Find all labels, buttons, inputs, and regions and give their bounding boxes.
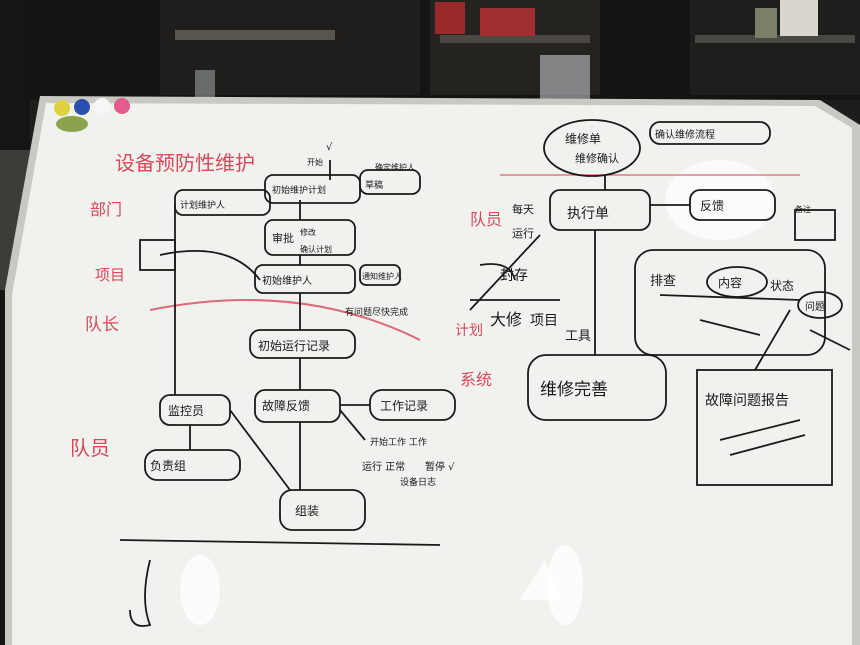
text-draft: 草稿 [365, 179, 383, 191]
text-per-group: 负责组 [150, 459, 186, 473]
text-repair-order: 维修单 [565, 131, 601, 146]
box-assemble [279, 489, 366, 531]
text-details: 内容 [718, 275, 742, 290]
board-surface [12, 103, 852, 645]
magnet-yellow [54, 100, 70, 116]
text-quick-done: 有问题尽快完成 [345, 306, 408, 318]
text-notify-maint: 通知维护人 [362, 271, 402, 281]
text-daily: 每天 [512, 202, 534, 216]
text-start-work: 开始工作 工作 [370, 436, 427, 448]
text-maint-review: 维修完善 [540, 380, 608, 400]
box-issue-oval [797, 291, 843, 319]
red-box [435, 2, 465, 34]
text-fault-feedback: 故障反馈 [262, 398, 310, 413]
text-initial-plan: 初始维护计划 [272, 184, 326, 196]
box-confirm-flow [649, 121, 771, 145]
board-title: 设备预防性维护 [115, 151, 255, 175]
text-start: 开始 [307, 157, 323, 167]
box-fault-report [696, 369, 833, 486]
text-assemble: 组装 [295, 504, 319, 518]
text-initial-maint: 初始维护人 [262, 274, 312, 287]
label-system: 系统 [460, 370, 492, 389]
text-repair: 大修 [490, 310, 522, 329]
text-normal-flow: 运行 正常 [362, 460, 405, 473]
text-monitor: 监控员 [168, 404, 204, 418]
magnet-white [94, 98, 110, 114]
box-exec-order [549, 189, 651, 231]
label-team-leader: 队长 [85, 315, 119, 335]
text-work-record: 工作记录 [380, 399, 428, 413]
text-confirm-plan: 确认计划 [300, 244, 332, 254]
text-tech: 排查 [650, 274, 676, 289]
box-confirm-plan [254, 264, 356, 294]
box-details [634, 249, 826, 356]
text-tick: √ [326, 142, 333, 153]
text-issue: 问题 [805, 300, 825, 313]
label-department: 部门 [90, 200, 122, 219]
label-plan-left: 计划 [455, 323, 483, 339]
text-exec-order: 执行单 [567, 206, 609, 222]
text-report: 反馈 [700, 199, 724, 213]
window-light [540, 55, 590, 105]
text-sealing: 封存 [500, 268, 528, 284]
text-top-right: 确定维护人 [375, 162, 415, 172]
text-repair-confirm: 维修确认 [575, 151, 619, 165]
label-project: 项目 [95, 266, 125, 284]
label-team-right: 队员 [470, 210, 502, 229]
box-approve [264, 219, 356, 256]
box-note [794, 209, 836, 241]
text-project: 项目 [530, 313, 558, 329]
box-notify [359, 264, 401, 286]
text-operation: 运行 [512, 227, 534, 240]
text-temp-ok: 暂停 √ [425, 460, 455, 473]
magnet-pink [114, 98, 130, 114]
text-log-status: 设备日志 [400, 476, 436, 488]
box-fault-feedback [254, 389, 341, 423]
magnet-sticker [56, 116, 88, 132]
text-initial-run: 初始运行记录 [258, 339, 330, 353]
text-note: 备注 [795, 204, 811, 214]
box-repair-order [543, 119, 641, 177]
box-draft [359, 169, 421, 195]
text-state: 状态 [770, 279, 794, 293]
label-team-member: 队员 [70, 436, 110, 460]
text-crude: 工具 [565, 329, 591, 344]
text-confirm-flow: 确认维修流程 [655, 128, 715, 141]
text-plan-maint: 计划维护人 [180, 199, 225, 211]
box-initial-run [249, 329, 356, 359]
box-per-group [144, 449, 241, 481]
box-maint-review [527, 354, 667, 421]
text-fault-report: 故障问题报告 [705, 393, 789, 409]
text-revise: 修改 [300, 227, 316, 237]
magnet-blue [74, 99, 90, 115]
text-approve: 审批 [272, 231, 294, 245]
